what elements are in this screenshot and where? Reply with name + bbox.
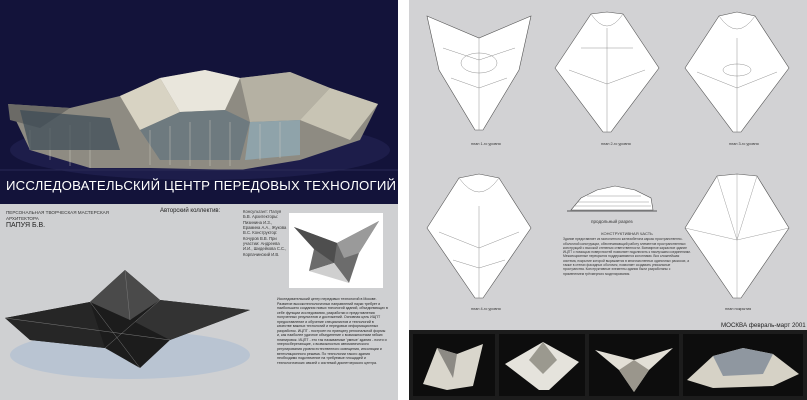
plan-level-1-label: план 1-го уровня [471, 142, 501, 146]
date-location: МОСКВА февраль-март 2001 [721, 322, 806, 329]
studio-label: ПЕРСОНАЛЬНАЯ ТВОРЧЕСКАЯ МАСТЕРСКАЯ АРХИТ… [6, 210, 109, 221]
plan-level-2-label: план 2-го уровня [601, 142, 631, 146]
plan-level-2 [551, 8, 663, 138]
author-name: ПАПУЯ Б.В. [6, 222, 46, 229]
model-top-photo [289, 213, 383, 288]
left-panel: ИССЛЕДОВАТЕЛЬСКИЙ ЦЕНТР ПЕРЕДОВЫХ ТЕХНОЛ… [0, 0, 398, 400]
project-description: Исследовательский центр передовых технол… [277, 297, 388, 365]
plan-level-3-label: план 3-го уровня [729, 142, 759, 146]
plan-level-1 [423, 8, 535, 138]
structural-notes: КОНСТРУКТИВНАЯ ЧАСТЬ Здание представляет… [563, 231, 691, 276]
longitudinal-section [567, 180, 657, 216]
hero-render: ИССЛЕДОВАТЕЛЬСКИЙ ЦЕНТР ПЕРЕДОВЫХ ТЕХНОЛ… [0, 0, 398, 204]
plan-level-4 [423, 170, 535, 305]
roof-plan [681, 170, 793, 305]
team-list: Консультант: Папуя Б.В. Архитекторы: Пиз… [243, 209, 287, 257]
model-main-photo [0, 250, 270, 400]
section-label: продольный разрез [591, 219, 633, 224]
right-panel: план 1-го уровня план 2-го уровня план 3… [409, 0, 807, 400]
roof-plan-label: план покрытия [725, 307, 752, 311]
model-photo-4 [683, 334, 803, 396]
structural-heading: КОНСТРУКТИВНАЯ ЧАСТЬ [601, 231, 653, 236]
model-photo-2 [499, 334, 585, 396]
model-photo-1 [413, 334, 495, 396]
team-heading: Авторский коллектив: [160, 208, 221, 214]
model-photo-3 [589, 334, 679, 396]
poster-title: ИССЛЕДОВАТЕЛЬСКИЙ ЦЕНТР ПЕРЕДОВЫХ ТЕХНОЛ… [6, 178, 397, 193]
structural-text: Здание представляет из монолитного желез… [563, 237, 691, 276]
plan-level-4-label: план 4-го уровня [471, 307, 501, 311]
plan-level-3 [681, 8, 793, 138]
